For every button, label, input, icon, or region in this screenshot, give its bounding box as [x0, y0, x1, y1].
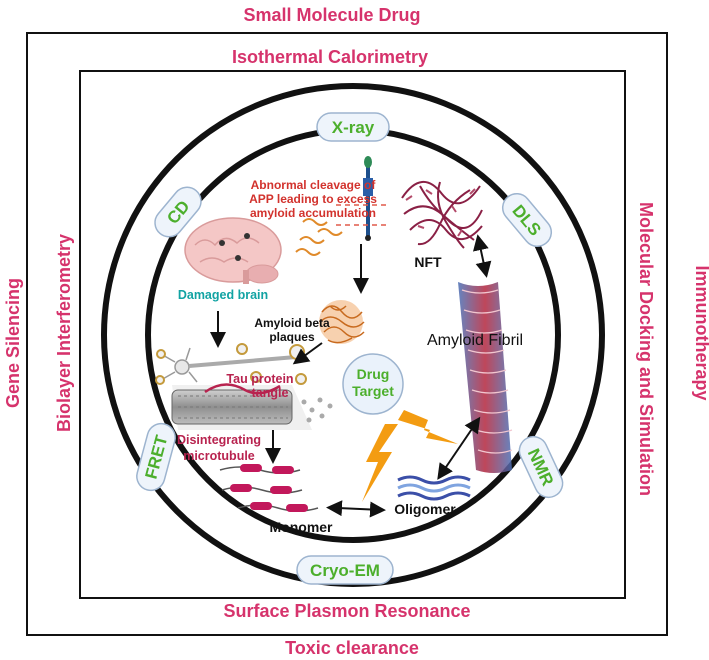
monomer-label: Monomer [270, 519, 334, 535]
amyloid-plaque-label-2: plaques [269, 330, 315, 344]
arrow-monomer-oligomer [326, 500, 386, 518]
technique-cryo-em: Cryo-EM [296, 555, 394, 585]
oligomer-illustration [397, 475, 471, 501]
strategy-right: Immunotherapy [692, 265, 709, 400]
app-protein-illustration [295, 156, 390, 256]
method-bottom: Surface Plasmon Resonance [223, 601, 470, 621]
strategy-left: Gene Silencing [3, 278, 23, 408]
svg-text:Drug: Drug [357, 366, 390, 382]
tau-label-1: Tau protein [226, 372, 293, 386]
app-text-line-2: APP leading to excess [249, 192, 377, 206]
arrow-nft-fibril [473, 234, 492, 278]
damaged-brain-illustration [184, 217, 282, 284]
arrow-plaque-to-neuron [292, 342, 323, 365]
tau-label-2: tangle [252, 386, 289, 400]
lightning-bolt-right [398, 410, 458, 444]
outer-frame [26, 32, 668, 636]
lightning-bolt-lower [362, 424, 398, 502]
technique-nmr: NMR [518, 435, 564, 499]
oligomer-label: Oligomer [394, 501, 456, 517]
drug-target-node: Drug Target [342, 353, 404, 415]
amyloid-fibril-illustration [458, 282, 513, 473]
technique-dls: DLS [501, 192, 553, 248]
arrow-oligomer-fibril [437, 416, 481, 480]
method-right: Molecular Docking and Simulation [636, 202, 656, 496]
technique-xray: X-ray [316, 112, 390, 142]
inner-frame [79, 70, 626, 599]
nft-label: NFT [414, 254, 442, 270]
amyloid-plaque-label-1: Amyloid beta [254, 316, 330, 330]
microtubule-illustration [171, 383, 333, 430]
microtubule-label-1: Disintegrating [177, 433, 261, 447]
microtubule-label-2: microtubule [183, 449, 255, 463]
svg-text:Cryo-EM: Cryo-EM [310, 561, 380, 580]
method-left: Biolayer Interferometry [54, 234, 74, 432]
amyloid-fibril-label: Amyloid Fibril [427, 332, 523, 349]
nft-illustration [401, 181, 483, 249]
method-top: Isothermal Calorimetry [232, 47, 428, 67]
amyloid-plaque-illustration [319, 300, 365, 344]
app-text-line-1: Abnormal cleavage of [251, 178, 377, 192]
strategy-top: Small Molecule Drug [243, 5, 420, 25]
strategy-bottom: Toxic clearance [285, 638, 419, 658]
svg-text:Target: Target [352, 383, 394, 399]
monomer-illustration [219, 464, 319, 512]
app-text-line-3: amyloid accumulation [250, 206, 376, 220]
damaged-brain-label: Damaged brain [178, 288, 268, 302]
technique-fret: FRET [136, 422, 176, 492]
svg-text:X-ray: X-ray [332, 118, 375, 137]
